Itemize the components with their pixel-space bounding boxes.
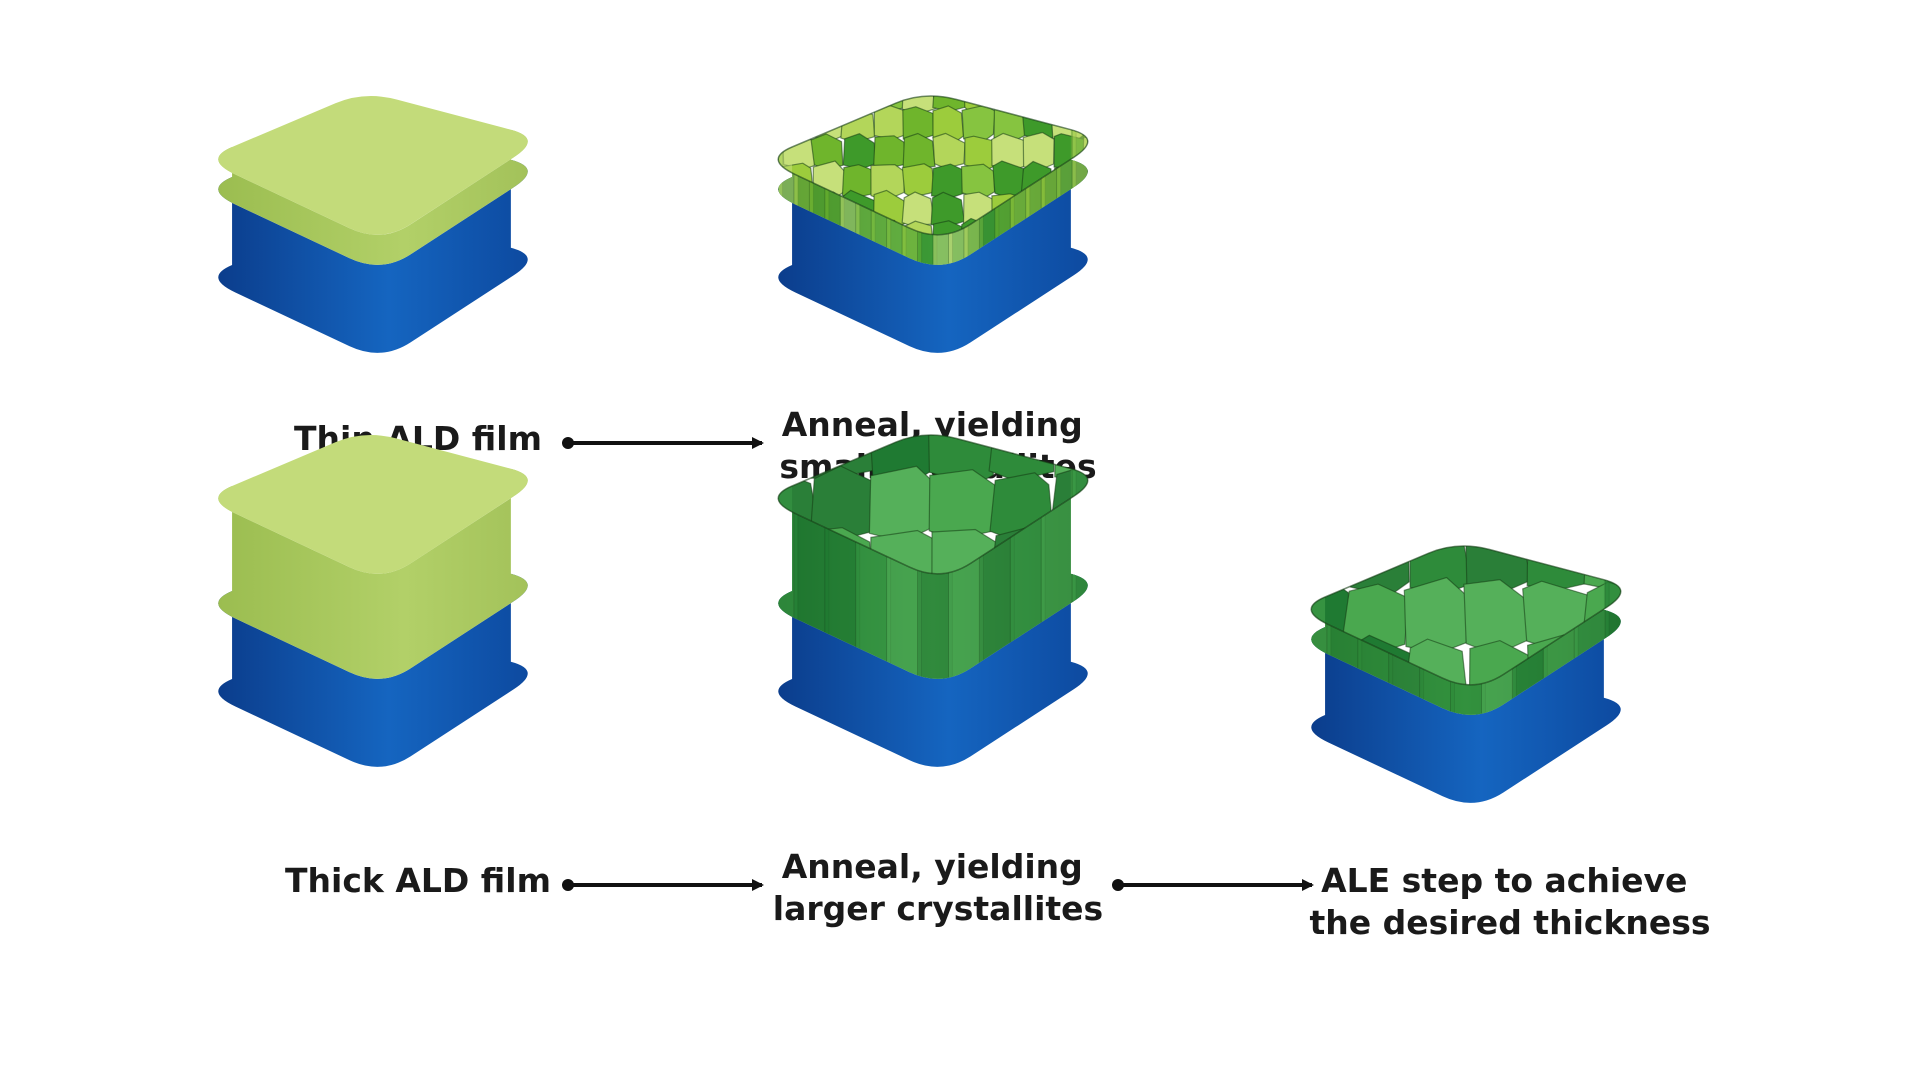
substrate-side	[778, 573, 1088, 767]
label-thick-ald-film: Thick ALD film	[285, 861, 551, 900]
substrate-side	[778, 159, 1088, 353]
film-top-amorphous	[218, 96, 528, 235]
row-thin: Thin ALD film Anneal, yielding small cry…	[218, 95, 1097, 486]
row-thick: Thick ALD film Anneal, yielding larger c…	[218, 434, 1711, 942]
substrate-side	[218, 573, 528, 767]
arrow-thick-to-anneal	[562, 879, 764, 891]
substrate-side	[218, 159, 528, 353]
film-side	[218, 129, 528, 265]
label-ale-desired-thickness: ALE step to achieve the desired thicknes…	[1309, 861, 1710, 942]
arrow-thin-to-anneal	[562, 437, 764, 449]
film-top-amorphous	[218, 435, 528, 574]
label-anneal-larger-crystallites: Anneal, yielding larger crystallites	[773, 847, 1103, 928]
block-thin-ald-film	[218, 96, 528, 353]
film-side	[218, 468, 528, 679]
block-thick-ald-film	[218, 435, 528, 767]
arrow-anneal-to-ale	[1112, 879, 1314, 891]
block-ale-desired-thickness	[1310, 545, 1622, 803]
substrate-side	[1311, 609, 1621, 803]
block-anneal-small-crystallites	[777, 95, 1089, 353]
